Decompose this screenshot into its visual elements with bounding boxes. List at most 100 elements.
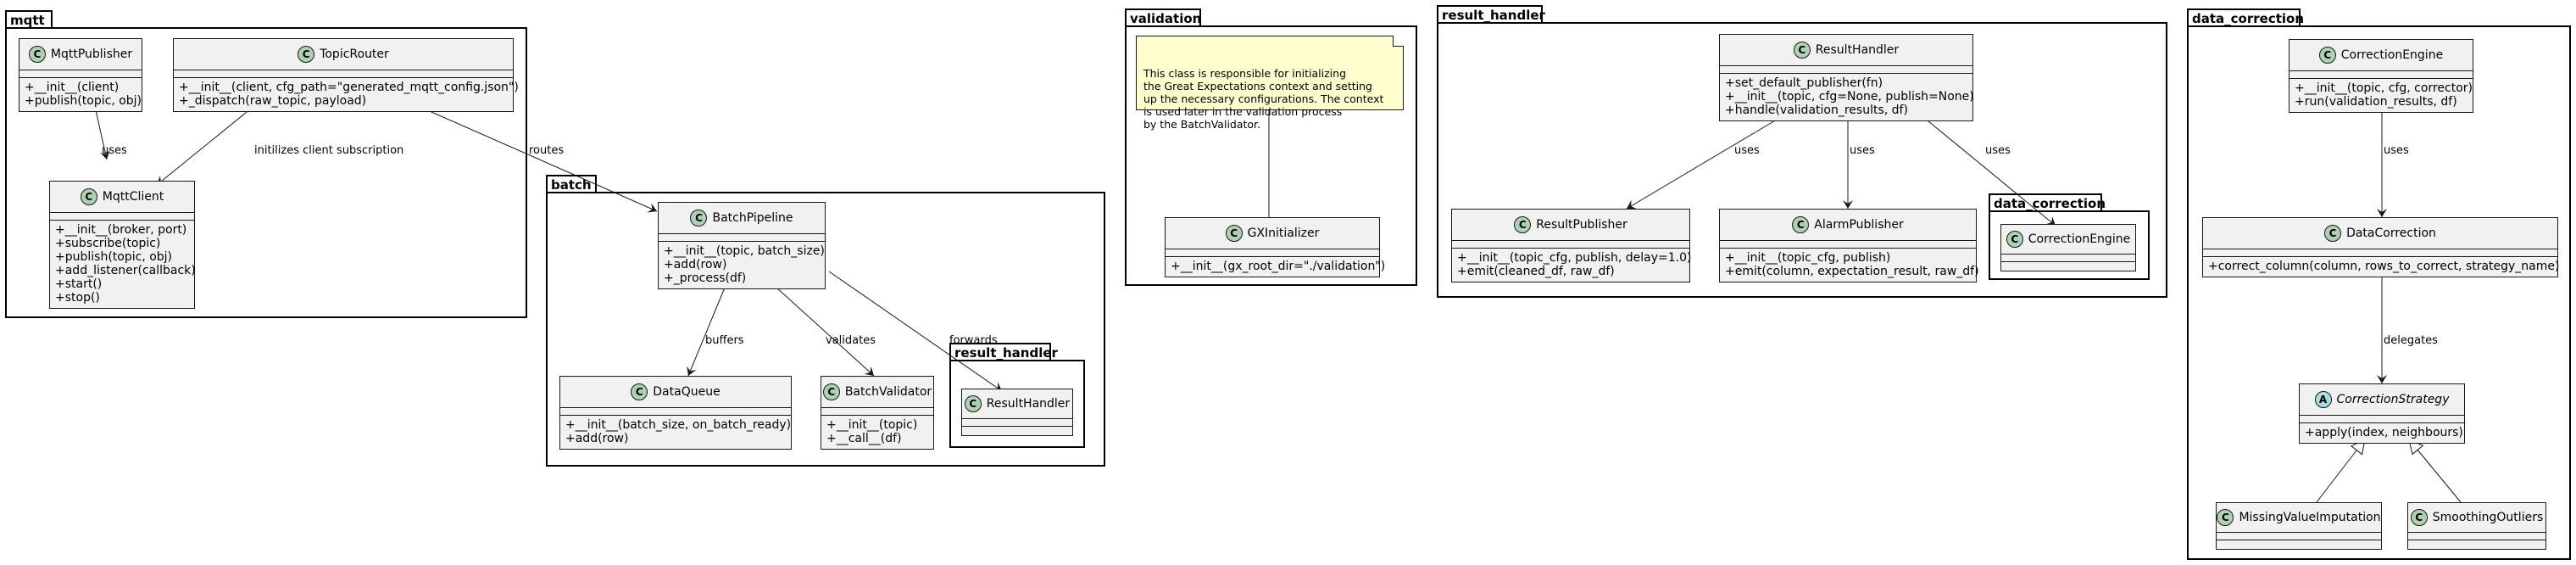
method: +run(validation_results, df) — [2295, 95, 2457, 109]
method: +__init__(topic) — [826, 418, 918, 432]
edge-pipeline-validator — [776, 287, 875, 377]
note-fold-corner — [1393, 36, 1404, 47]
class-name: GXInitializer — [1247, 227, 1320, 240]
package-result-handler-label: result_handler — [1442, 8, 1545, 23]
edge-pipeline-resulthandler — [828, 271, 1003, 392]
class-icon: C — [1792, 216, 1810, 233]
class-alarm-publisher[interactable]: C AlarmPublisher +__init__(topic_cfg, pub… — [1719, 209, 1979, 282]
class-rh-correction-engine[interactable]: C CorrectionEngine — [2000, 224, 2136, 271]
method: +__init__(broker, port) — [55, 223, 187, 237]
methods-compartment: +__init__(topic_cfg, publish, delay=1.0)… — [1452, 249, 1692, 282]
class-name: AlarmPublisher — [1814, 218, 1904, 232]
methods-compartment — [2408, 540, 2545, 549]
attributes-compartment — [2300, 416, 2464, 423]
class-name: SmoothingOutliers — [2432, 511, 2544, 524]
class-topic-router[interactable]: C TopicRouter +__init__(client, cfg_path=… — [173, 38, 519, 112]
package-validation-tab: validation — [1125, 8, 1201, 27]
package-mqtt-tab: mqtt — [5, 10, 53, 29]
package-batch-result-handler-tab: result_handler — [949, 343, 1058, 361]
edge-router-pipeline — [423, 108, 658, 213]
method: +emit(column, expectation_result, raw_df… — [1725, 265, 1979, 278]
class-name: TopicRouter — [320, 48, 389, 61]
gx-initializer-note: This class is responsible for initializi… — [1136, 36, 1404, 131]
attributes-compartment — [1452, 241, 1689, 249]
method: +apply(index, neighbours) — [2305, 426, 2463, 439]
class-smoothing-outliers[interactable]: C SmoothingOutliers — [2407, 502, 2546, 550]
method: +start() — [55, 277, 103, 291]
label-init-subscription: initilizes client subscription — [254, 144, 404, 157]
package-batch-label: batch — [551, 177, 592, 193]
method: +__init__(topic, cfg, corrector) — [2295, 81, 2473, 95]
class-name: MqttClient — [102, 190, 164, 204]
method: +__init__(topic, cfg=None, publish=None) — [1725, 90, 1974, 103]
class-name: CorrectionEngine — [2340, 48, 2444, 62]
package-batch-tab: batch — [546, 175, 597, 193]
methods-compartment: +__init__(batch_size, on_batch_ready) +a… — [560, 416, 791, 449]
method: +__init__(client) — [25, 81, 120, 94]
class-icon: C — [2410, 509, 2428, 526]
attributes-compartment — [659, 234, 825, 242]
class-name: DataCorrection — [2346, 227, 2436, 240]
method: +__init__(topic_cfg, publish, delay=1.0) — [1457, 251, 1692, 265]
package-data-correction — [2187, 25, 2571, 560]
class-icon: C — [2006, 231, 2023, 248]
edge-router-client — [156, 108, 252, 186]
abstract-class-icon: A — [2314, 391, 2332, 408]
method: +_process(df) — [664, 271, 747, 285]
class-name: ResultPublisher — [1536, 218, 1627, 232]
class-icon: C — [298, 46, 315, 63]
label-buffers: buffers — [705, 334, 744, 347]
package-mqtt-label: mqtt — [10, 13, 45, 28]
method: +__init__(topic_cfg, publish) — [1725, 251, 1891, 265]
class-result-publisher[interactable]: C ResultPublisher +__init__(topic_cfg, pu… — [1451, 209, 1692, 282]
edge-pipeline-queue — [687, 287, 726, 377]
method: +correct_column(column, rows_to_correct,… — [2208, 260, 2560, 273]
method: +subscribe(topic) — [55, 237, 161, 250]
package-data-correction-label: data_correction — [2192, 11, 2305, 26]
methods-compartment — [962, 427, 1072, 435]
methods-compartment: +__init__(client) +publish(topic, obj) — [19, 78, 142, 111]
attributes-compartment — [50, 213, 194, 221]
class-icon: C — [964, 395, 982, 412]
label-uses-mqtt: uses — [102, 144, 127, 157]
edge-smoothing-strategy — [2408, 439, 2462, 503]
methods-compartment: +__init__(topic, cfg, corrector) +run(va… — [2289, 79, 2473, 112]
class-icon: C — [690, 210, 708, 227]
label-routes: routes — [529, 144, 565, 157]
methods-compartment: +__init__(topic) +__call__(df) — [821, 416, 933, 449]
attributes-compartment — [2289, 71, 2473, 79]
methods-compartment: +__init__(broker, port) +subscribe(topic… — [50, 221, 196, 308]
class-icon: C — [1514, 216, 1532, 233]
label-forwards: forwards — [949, 334, 998, 347]
attributes-compartment — [2217, 533, 2381, 540]
methods-compartment: +__init__(topic_cfg, publish) +emit(colu… — [1720, 249, 1979, 282]
method: +emit(cleaned_df, raw_df) — [1457, 265, 1615, 278]
attributes-compartment — [1166, 249, 1379, 257]
attributes-compartment — [2001, 255, 2135, 262]
method: +handle(validation_results, df) — [1725, 103, 1908, 117]
edge-missing-strategy — [2316, 439, 2366, 503]
package-validation-label: validation — [1130, 11, 1202, 26]
class-name: CorrectionEngine — [2028, 232, 2131, 246]
methods-compartment: +set_default_publisher(fn) +__init__(top… — [1720, 74, 1974, 120]
label-delegates: delegates — [2384, 334, 2438, 347]
method: +publish(topic, obj) — [25, 94, 142, 108]
method: +__init__(topic, batch_size) — [664, 244, 825, 258]
class-name: MqttPublisher — [50, 48, 133, 61]
class-icon: C — [822, 383, 840, 400]
edge-rh-resultpublisher — [1626, 116, 1782, 210]
method: +__init__(client, cfg_path="generated_mq… — [179, 81, 519, 94]
label-uses-alarmpublisher: uses — [1850, 144, 1875, 157]
